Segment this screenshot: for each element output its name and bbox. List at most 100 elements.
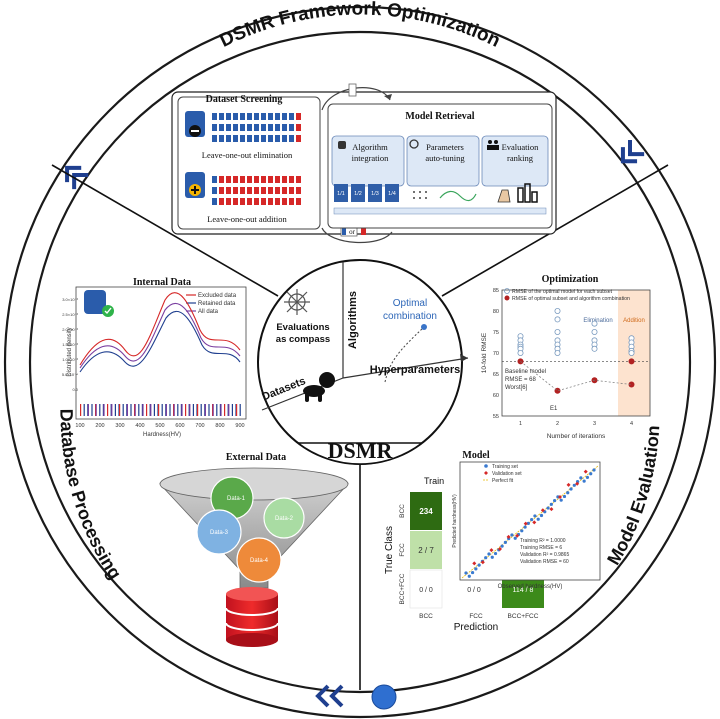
opt-xtick: 4 [630, 421, 633, 427]
rug-mark [95, 404, 97, 416]
model-eval-panel: Model Train 234 2 / 7 0 / 0 0 / 0 114 / … [384, 450, 601, 633]
training-point [589, 472, 593, 476]
opt-xtick: 3 [593, 421, 596, 427]
network-icon [338, 141, 346, 149]
screening-bar [261, 135, 266, 142]
screening-bar [233, 113, 238, 120]
optimization-title: Optimization [542, 274, 599, 285]
compass-icon [284, 289, 310, 315]
screening-bar [247, 124, 252, 131]
external-title: External Data [226, 452, 286, 463]
screening-bar [275, 124, 280, 131]
screening-bar [233, 187, 238, 194]
screening-bar [275, 187, 280, 194]
screening-bar [261, 176, 266, 183]
cm-value-4: 0 / 0 [467, 587, 481, 594]
chevron-down-right-icon [620, 140, 645, 164]
internal-ytick: 1.5×10⁻³ [62, 342, 78, 347]
validation-point [498, 547, 502, 551]
opt-ytick: 75 [493, 330, 499, 336]
rug-mark [224, 404, 226, 416]
training-point [490, 555, 494, 559]
parity-legend-1: Training set [492, 464, 519, 470]
rug-mark [204, 404, 206, 416]
screening-bar [219, 113, 224, 120]
database-minus-icon [185, 111, 205, 137]
screening-bar [275, 176, 280, 183]
internal-xtick: 200 [95, 423, 104, 429]
rug-mark [185, 404, 187, 416]
rug-mark [83, 404, 85, 416]
opt-xtick: 1 [519, 421, 522, 427]
screening-bar [275, 113, 280, 120]
rug-mark [216, 404, 218, 416]
internal-xtick: 100 [75, 423, 84, 429]
rug-mark [122, 404, 124, 416]
col-label-3: BCC+FCC [508, 613, 539, 620]
evaluation-label-1: Evaluation [502, 142, 540, 152]
training-point [579, 476, 583, 480]
internal-ytick: 0.0 [72, 387, 78, 392]
training-point [582, 479, 586, 483]
screening-bar [268, 135, 273, 142]
stat-1: Training R² = 1.0000 [520, 538, 566, 544]
progress-chevrons [333, 207, 547, 215]
rug-mark [236, 404, 238, 416]
parity-legend-3: Perfect fit [492, 478, 514, 484]
retrieval-title: Model Retrieval [405, 111, 474, 122]
training-point [523, 525, 527, 529]
compass-line1: Evaluations [276, 322, 329, 333]
screening-bar [254, 124, 259, 131]
screening-bar [226, 198, 231, 205]
training-point [530, 518, 534, 522]
subset-rmse-point [628, 349, 635, 356]
rug-mark [80, 404, 82, 416]
internal-xlabel: Hardness(HV) [143, 432, 181, 438]
training-point [592, 468, 596, 472]
screening-bar [296, 113, 301, 120]
training-point [487, 552, 491, 556]
data-2-label: Data-2 [275, 516, 294, 522]
training-point [533, 514, 537, 518]
internal-ylabel: Distributed density [67, 327, 73, 376]
screening-bar [289, 135, 294, 142]
screening-bar [296, 176, 301, 183]
screening-bar [275, 135, 280, 142]
screening-retrieval-panel: Dataset Screening Leave-one-out eliminat… [171, 83, 557, 243]
optimal-line2: combination [383, 311, 437, 322]
cm-cell-fcc [410, 531, 442, 569]
subset-rmse-point [591, 320, 598, 327]
optimization-points [517, 307, 635, 394]
screening-bar [240, 113, 245, 120]
validation-point [480, 560, 485, 565]
data-3-bubble [196, 509, 242, 555]
screening-bar [240, 176, 245, 183]
screening-bar [240, 124, 245, 131]
screening-bar [282, 113, 287, 120]
internal-ytick: 3.0×10⁻³ [62, 297, 78, 302]
training-point [536, 517, 540, 521]
internal-xtick: 400 [135, 423, 144, 429]
rug-mark [146, 404, 148, 416]
screening-bar [289, 198, 294, 205]
internal-legend-2: Retained data [198, 301, 236, 307]
internal-xtick: 600 [175, 423, 184, 429]
training-point [510, 533, 514, 537]
training-point [553, 499, 557, 503]
validation-point [566, 482, 571, 487]
validation-point [523, 521, 528, 526]
screening-bar [247, 198, 252, 205]
divider-upper-left [51, 164, 279, 297]
opt-ytick: 70 [493, 351, 499, 357]
screening-bar [261, 124, 266, 131]
screening-bar [296, 187, 301, 194]
axis-algorithms: Algorithms [347, 291, 359, 349]
elimination-label: Leave-one-out elimination [202, 150, 293, 160]
screening-bar [282, 135, 287, 142]
card-3: 1/3 [371, 191, 379, 197]
training-point [526, 521, 530, 525]
algorithm-label-1: Algorithm [352, 142, 388, 152]
rug-mark [192, 404, 194, 416]
center-title: DSMR [328, 438, 394, 463]
parameters-label-1: Parameters [426, 142, 464, 152]
